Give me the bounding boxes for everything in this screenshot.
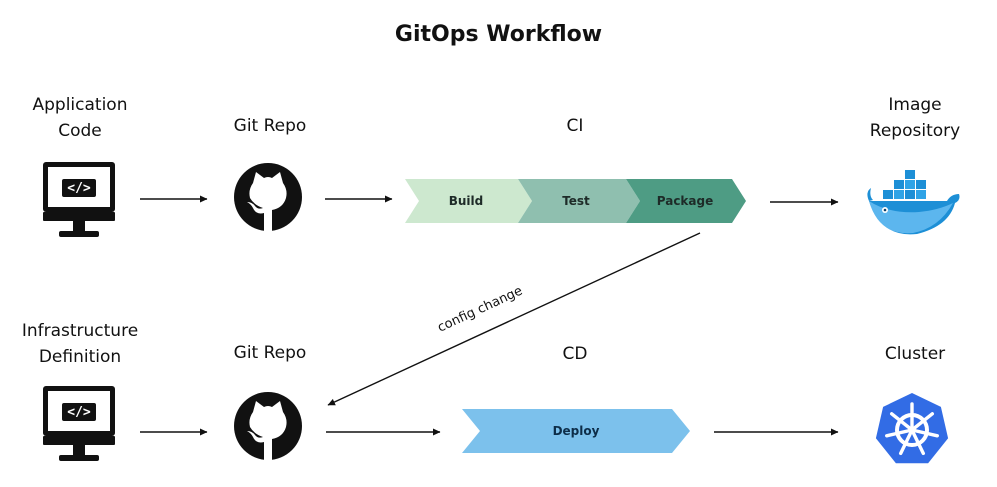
ci-stage-build: [405, 179, 532, 223]
label-git-repo-bottom: Git Repo: [233, 343, 307, 363]
label-cluster: Cluster: [884, 344, 946, 364]
label-cd: CD: [562, 344, 588, 364]
ci-stage-test: [518, 179, 640, 223]
monitor-code-icon-top: </>: [43, 162, 115, 237]
ci-stage-package-label: Package: [657, 194, 714, 208]
arrow-config-change: [327, 232, 701, 406]
label-image-repository: Image Repository: [869, 95, 961, 141]
ci-stage-build-label: Build: [449, 194, 484, 208]
monitor-code-icon-bottom: </>: [43, 386, 115, 461]
ci-stage-package: [626, 179, 746, 223]
diagram-title: GitOps Workflow: [394, 22, 603, 47]
monitor-code-text-top: </>: [67, 181, 91, 196]
label-git-repo-top: Git Repo: [233, 116, 307, 136]
cd-stage-deploy-label: Deploy: [553, 424, 600, 438]
monitor-code-text-bottom: </>: [67, 405, 91, 420]
config-change-label: config change: [435, 284, 525, 336]
github-icon-top: [234, 163, 302, 231]
cd-stage-deploy: [462, 409, 690, 453]
docker-whale-icon: [867, 170, 960, 235]
ci-stage-test-label: Test: [562, 194, 590, 208]
label-application-code: Application Code: [32, 95, 128, 141]
github-icon-bottom: [234, 392, 302, 460]
label-ci: CI: [566, 116, 584, 136]
kubernetes-helm-icon: [875, 393, 949, 464]
label-infrastructure-definition: Infrastructure Definition: [21, 321, 139, 367]
